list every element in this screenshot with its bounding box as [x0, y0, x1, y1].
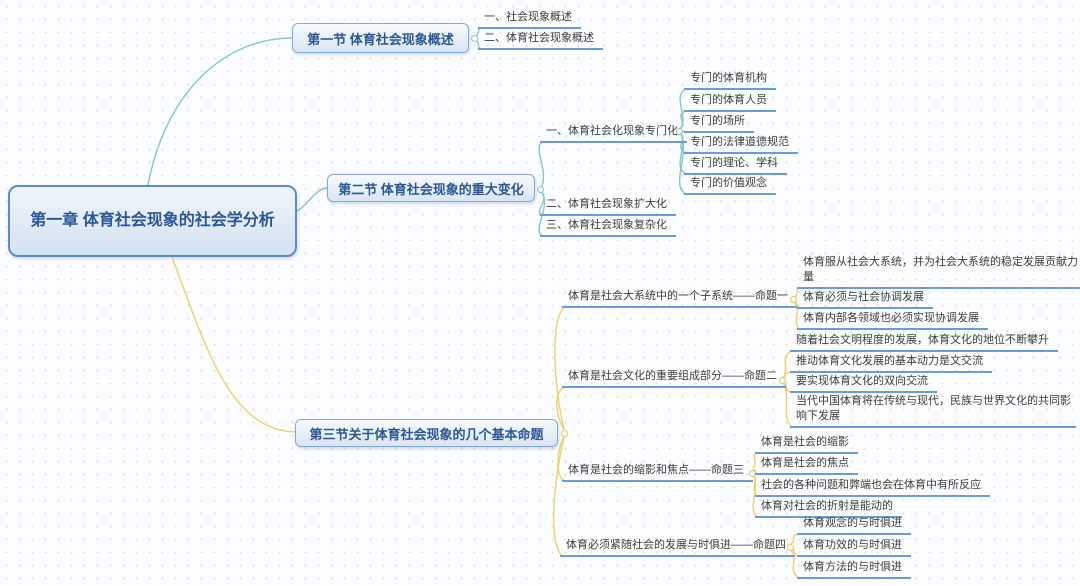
- topic-node[interactable]: 一、体育社会化现象专门化: [540, 124, 687, 143]
- topic-node[interactable]: 体育方法的与时俱进: [797, 560, 911, 579]
- topic-node[interactable]: 体育功效的与时俱进: [797, 538, 911, 557]
- topic-node[interactable]: 体育必须与社会协调发展: [797, 290, 933, 309]
- topic-node[interactable]: 专门的理论、学科: [684, 156, 787, 175]
- topic-node[interactable]: 体育是社会的缩影: [755, 435, 858, 454]
- topic-node[interactable]: 三、体育社会现象复杂化: [540, 218, 676, 237]
- topic-node[interactable]: 体育是社会的焦点: [755, 456, 858, 475]
- topic-node[interactable]: 体育必须紧随社会的发展与时俱进——命题四: [560, 538, 795, 557]
- topic-node[interactable]: 二、体育社会现象概述: [478, 31, 603, 50]
- topic-node[interactable]: 体育服从社会大系统，并为社会大系统的稳定发展贡献力量: [797, 255, 1080, 289]
- section-node-3[interactable]: 第三节关于体育社会现象的几个基本命题: [295, 419, 558, 447]
- topic-node[interactable]: 专门的法律道德规范: [684, 135, 798, 154]
- collapse-handle[interactable]: [537, 186, 544, 193]
- topic-node[interactable]: 要实现体育文化的双向交流: [790, 374, 937, 393]
- topic-node[interactable]: 专门的价值观念: [684, 176, 776, 195]
- topic-node[interactable]: 一、社会现象概述: [478, 10, 581, 29]
- collapse-handle[interactable]: [471, 35, 478, 42]
- topic-node[interactable]: 随着社会文明程度的发展，体育文化的地位不断攀升: [790, 333, 1058, 352]
- collapse-handle[interactable]: [561, 430, 568, 437]
- section-node-2[interactable]: 第二节 体育社会现象的重大变化: [327, 174, 535, 202]
- collapse-handle[interactable]: [790, 296, 797, 303]
- topic-node[interactable]: 专门的场所: [684, 114, 754, 133]
- topic-node[interactable]: 专门的体育人员: [684, 93, 776, 112]
- topic-node[interactable]: 专门的体育机构: [684, 71, 776, 90]
- topic-node[interactable]: 体育内部各领域也必须实现协调发展: [797, 311, 988, 330]
- root-node[interactable]: 第一章 体育社会现象的社会学分析: [8, 185, 297, 257]
- topic-node[interactable]: 当代中国体育将在传统与现代，民族与世界文化的共同影响下发展: [790, 394, 1076, 428]
- section-node-1[interactable]: 第一节 体育社会现象概述: [292, 23, 469, 53]
- topic-node[interactable]: 体育观念的与时俱进: [797, 516, 911, 535]
- topic-node[interactable]: 社会的各种问题和弊端也会在体育中有所反应: [755, 478, 990, 497]
- collapse-handle[interactable]: [676, 128, 683, 135]
- topic-node[interactable]: 二、体育社会现象扩大化: [540, 197, 676, 216]
- topic-node[interactable]: 体育是社会文化的重要组成部分——命题二: [562, 369, 786, 388]
- topic-node[interactable]: 体育是社会大系统中的一个子系统——命题一: [562, 289, 797, 308]
- topic-node[interactable]: 体育对社会的折射是能动的: [755, 499, 902, 518]
- topic-node[interactable]: 推动体育文化发展的基本动力是文交流: [790, 354, 992, 373]
- collapse-handle[interactable]: [779, 377, 786, 384]
- collapse-handle[interactable]: [787, 544, 794, 551]
- topic-node[interactable]: 体育是社会的缩影和焦点——命题三: [562, 463, 753, 482]
